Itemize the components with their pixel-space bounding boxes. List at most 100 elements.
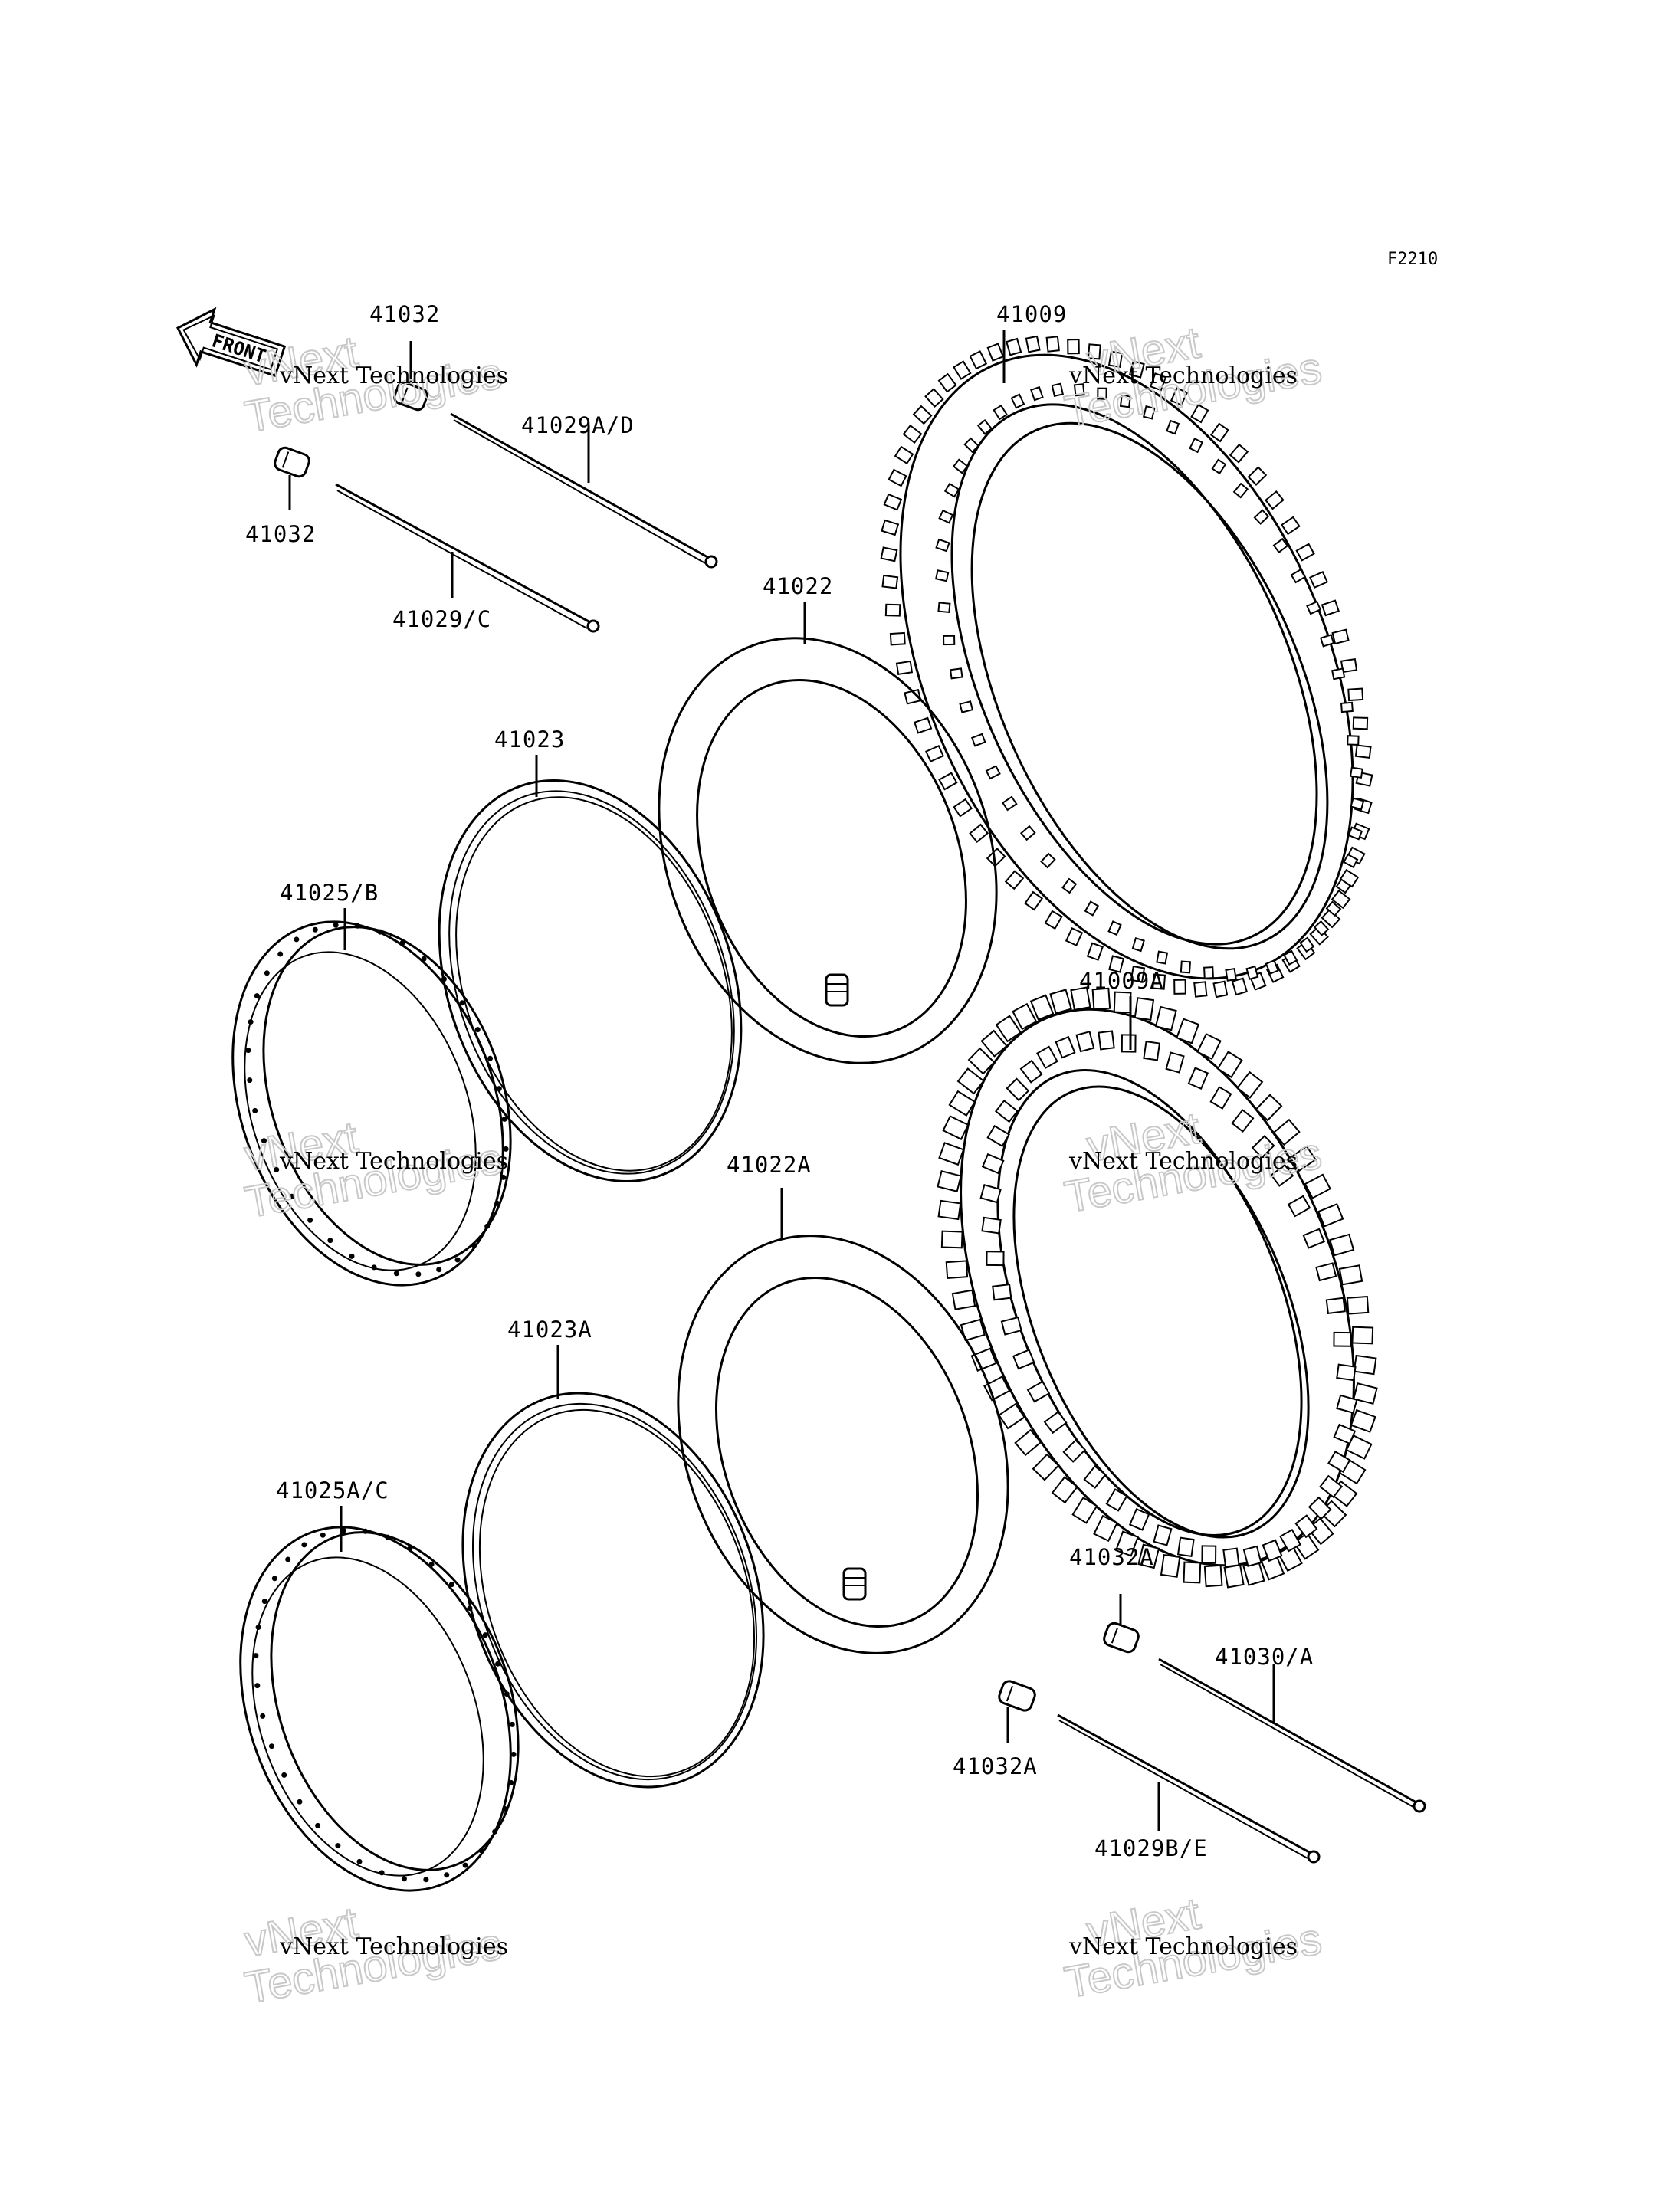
tire-knob xyxy=(1005,337,1022,356)
label-41029ad: 41029A/D xyxy=(521,412,635,438)
spoke-hole xyxy=(509,1721,515,1727)
tire-knob xyxy=(938,1142,965,1166)
tire-knob xyxy=(1350,797,1365,811)
spoke-hole xyxy=(349,1253,355,1259)
spoke-nipple-41032a-top xyxy=(1103,1622,1140,1654)
tire-knob xyxy=(937,1199,962,1221)
spoke-hole xyxy=(271,1576,277,1582)
spoke-hole xyxy=(500,1174,507,1180)
spoke-hole xyxy=(448,1582,454,1588)
tire-knob xyxy=(1019,1059,1043,1084)
tire-knob xyxy=(943,635,956,646)
tire-knob xyxy=(1279,1528,1302,1553)
tire-knob xyxy=(1128,1508,1150,1531)
tire-knob xyxy=(1264,490,1285,510)
tire-knob xyxy=(1087,343,1101,360)
tire-knob xyxy=(1156,950,1169,965)
spoke-hole xyxy=(277,951,284,957)
tire-knob xyxy=(1134,997,1155,1021)
label-41009: 41009 xyxy=(996,301,1067,327)
spoke-hole xyxy=(496,1086,502,1092)
tire-knob xyxy=(1193,981,1208,998)
tire-knob xyxy=(1108,955,1125,973)
tire-knob xyxy=(969,823,989,844)
spoke-hole xyxy=(261,1138,267,1144)
tire-knob xyxy=(1265,959,1279,975)
tire-knob xyxy=(1160,1553,1181,1578)
tire-knob xyxy=(981,1153,1005,1175)
tire-knob xyxy=(937,1170,962,1192)
tire-knob xyxy=(1073,383,1085,397)
spoke-hole xyxy=(252,1107,258,1113)
tire-knob xyxy=(1231,1109,1255,1133)
spoke-icon xyxy=(450,412,718,569)
spoke-nipple-top xyxy=(393,381,428,412)
tire-knob xyxy=(895,660,914,676)
tire-knob xyxy=(937,372,957,393)
tire-knob xyxy=(1065,926,1084,946)
label-41029be: 41029B/E xyxy=(1094,1835,1208,1861)
spoke-hole xyxy=(356,1858,363,1864)
tire-knob xyxy=(949,667,963,680)
tire-knob xyxy=(1331,667,1346,680)
tire-knob xyxy=(959,700,974,713)
tire-knob xyxy=(986,1251,1005,1267)
tire-knob xyxy=(1306,600,1322,615)
tire-knob xyxy=(1320,634,1335,648)
label-41023a: 41023A xyxy=(507,1317,592,1343)
tire-knob xyxy=(953,798,973,818)
spoke-hole xyxy=(401,1876,407,1882)
tire-knob xyxy=(948,1090,976,1117)
spoke-hole xyxy=(504,1691,510,1697)
spoke-hole xyxy=(320,1532,326,1538)
tire-knob xyxy=(937,602,951,614)
tire-knob xyxy=(994,1099,1019,1123)
tire-knob xyxy=(902,424,923,444)
tire-knob xyxy=(1137,1543,1160,1569)
tire-knob xyxy=(1333,1331,1352,1347)
tire-knob xyxy=(1019,825,1036,841)
tire-knob xyxy=(1319,1474,1344,1499)
spoke-hole xyxy=(495,1661,501,1667)
label-41009a: 41009A xyxy=(1079,968,1164,994)
tire-knob xyxy=(995,1015,1022,1043)
tire-knob xyxy=(1012,1002,1038,1031)
tire-knob xyxy=(1308,1496,1332,1520)
tire-knob xyxy=(1154,1005,1177,1031)
spoke-hole xyxy=(254,1683,261,1689)
spoke-hole xyxy=(268,1743,274,1749)
spoke-hole xyxy=(312,926,318,933)
tire-knob xyxy=(1130,965,1146,983)
spoke-hole xyxy=(379,1870,385,1876)
tire-knob xyxy=(1211,458,1227,475)
tire-knob xyxy=(881,519,900,536)
tire-knob xyxy=(1051,382,1064,397)
spoke-hole xyxy=(248,1019,254,1025)
tire-knob xyxy=(1299,936,1315,953)
tire-knob xyxy=(888,468,907,487)
tire-knob xyxy=(1351,1326,1374,1345)
tire-knob xyxy=(1091,987,1111,1011)
spoke-hole xyxy=(462,1862,468,1868)
spoke-hole xyxy=(501,1116,507,1122)
tire-knob xyxy=(1166,419,1180,435)
tire-knob xyxy=(1176,1018,1200,1044)
tire-knob xyxy=(1347,826,1363,841)
svg-text:vNext Technologies: vNext Technologies xyxy=(1068,362,1298,389)
tire-knob xyxy=(1176,1536,1195,1558)
spoke-icon xyxy=(335,483,600,633)
tire-knob xyxy=(924,388,944,408)
tire-knob xyxy=(1006,1077,1030,1102)
tire-knob xyxy=(935,569,950,582)
tire-knob xyxy=(1030,385,1044,402)
spoke-hole xyxy=(502,1805,508,1812)
tire-knob xyxy=(1032,1453,1060,1481)
tire-knob xyxy=(1012,1349,1035,1370)
tire-knob xyxy=(1203,1564,1223,1588)
spoke-icon xyxy=(1158,1658,1426,1813)
tire-knob xyxy=(1331,889,1351,910)
rim-band-icon-41023 xyxy=(438,779,743,1182)
tire-knob xyxy=(1121,1034,1137,1053)
tire-knob xyxy=(1107,920,1122,936)
tire-knob xyxy=(1272,1118,1301,1146)
